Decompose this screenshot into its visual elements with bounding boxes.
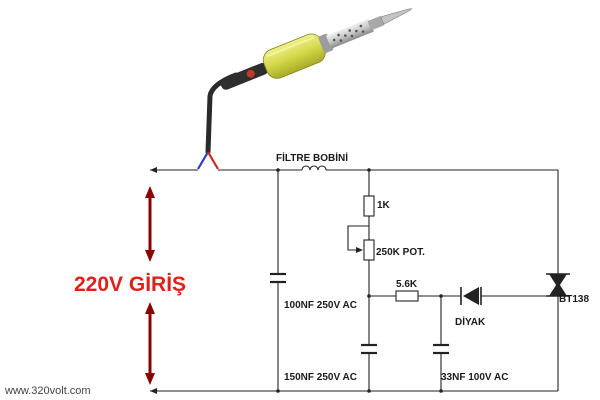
iron-barrel bbox=[325, 18, 374, 49]
resistor-icon bbox=[395, 290, 419, 302]
input-terminals bbox=[150, 167, 157, 394]
capacitor-icon bbox=[361, 343, 377, 355]
c2-label: 150NF 250V AC bbox=[284, 372, 357, 383]
inductor-icon bbox=[301, 165, 327, 171]
capacitor-icon bbox=[270, 272, 286, 284]
triac-label: BT138 bbox=[559, 294, 589, 305]
input-voltage-label: 220V GİRİŞ bbox=[74, 273, 186, 296]
triac-icon bbox=[546, 273, 570, 297]
resistor-icon bbox=[363, 195, 375, 217]
watermark: www.320volt.com bbox=[4, 385, 91, 397]
potentiometer-icon bbox=[356, 239, 375, 261]
coil-label: FİLTRE BOBİNİ bbox=[276, 151, 348, 164]
diac-label: DİYAK bbox=[455, 315, 486, 328]
c1-label: 100NF 250V AC bbox=[284, 300, 357, 311]
capacitor-icon bbox=[433, 343, 449, 355]
r1-label: 1K bbox=[377, 200, 391, 211]
pot-label: 250K POT. bbox=[376, 247, 425, 258]
c3-label: 33NF 100V AC bbox=[441, 372, 508, 383]
r2-label: 5.6K bbox=[396, 279, 418, 290]
soldering-iron-icon bbox=[197, 8, 413, 170]
double-arrow-icon bbox=[145, 186, 155, 385]
iron-strain-relief bbox=[220, 62, 269, 90]
iron-tip bbox=[380, 8, 413, 25]
diac-icon bbox=[460, 287, 482, 305]
wiring bbox=[150, 168, 559, 393]
